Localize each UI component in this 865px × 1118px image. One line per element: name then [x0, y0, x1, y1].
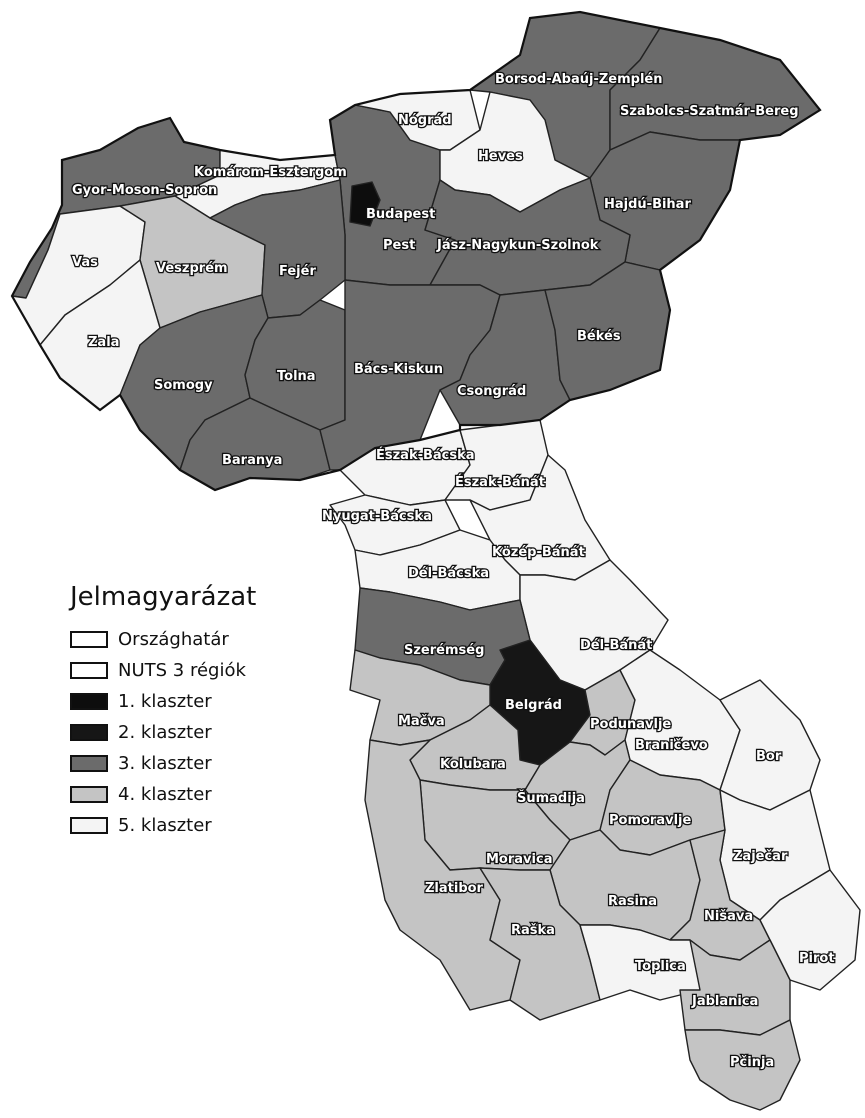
label-macva: Mačva — [398, 714, 445, 729]
label-borsod: Borsod-Abaúj-Zemplén — [495, 72, 663, 87]
label-somogy: Somogy — [154, 378, 213, 393]
legend-label: 3. klaszter — [118, 753, 212, 774]
label-del-banat: Dél-Bánát — [580, 638, 652, 653]
label-tolna: Tolna — [277, 369, 316, 384]
label-branicevo: Braničevo — [635, 738, 708, 753]
legend-item-nuts3: NUTS 3 régiók — [70, 655, 256, 686]
label-podunavlje: Podunavlje — [590, 717, 671, 732]
region-budapest — [349, 181, 381, 227]
legend-swatch — [70, 724, 108, 741]
legend-swatch — [70, 662, 108, 679]
map-legend: Jelmagyarázat Országhatár NUTS 3 régiók … — [70, 582, 256, 841]
legend-item-cluster-1: 1. klaszter — [70, 686, 256, 717]
label-nograd: Nógrád — [398, 113, 452, 128]
legend-swatch — [70, 786, 108, 803]
country-border-hungary — [10, 10, 822, 492]
label-gyor: Gyor-Moson-Sopron — [72, 183, 217, 198]
label-eszak-banat: Észak-Bánát — [455, 474, 545, 490]
label-del-bacska: Dél-Bácska — [408, 566, 489, 581]
label-raska: Raška — [511, 923, 555, 938]
label-kolubara: Kolubara — [440, 757, 506, 772]
label-veszprem: Veszprém — [156, 261, 228, 276]
label-rasina: Rasina — [608, 894, 657, 909]
label-zlatibor: Zlatibor — [425, 881, 484, 896]
label-jablanica: Jablanica — [691, 994, 758, 1009]
legend-label: Országhatár — [118, 629, 229, 650]
label-fejer: Fejér — [279, 264, 316, 279]
legend-item-cluster-5: 5. klaszter — [70, 810, 256, 841]
label-kozep-banat: Közép-Bánát — [492, 545, 585, 560]
label-toplica: Toplica — [635, 959, 686, 974]
label-zajecar: Zaječar — [733, 849, 788, 864]
legend-swatch — [70, 693, 108, 710]
label-moravica: Moravica — [486, 852, 552, 867]
legend-swatch — [70, 631, 108, 648]
label-pirot: Pirot — [799, 951, 835, 966]
region-raska — [479, 867, 601, 1021]
legend-label: 4. klaszter — [118, 784, 212, 805]
label-pomoravlje: Pomoravlje — [609, 813, 692, 828]
label-nyugat-bacska: Nyugat-Bácska — [322, 509, 432, 524]
label-pest: Pest — [383, 238, 415, 253]
label-hajdu: Hajdú-Bihar — [604, 197, 691, 212]
region-bacs-kiskun — [319, 279, 501, 471]
label-szabolcs: Szabolcs-Szatmár-Bereg — [620, 104, 799, 119]
legend-item-cluster-3: 3. klaszter — [70, 748, 256, 779]
label-zala: Zala — [88, 335, 119, 350]
label-bekes: Békés — [577, 329, 621, 344]
label-budapest: Budapest — [366, 207, 435, 222]
label-belgrad: Belgrád — [505, 698, 562, 713]
label-eszak-bacska: Észak-Bácska — [376, 447, 475, 463]
label-heves: Heves — [478, 149, 523, 164]
label-komarom: Komárom-Esztergom — [194, 165, 347, 180]
legend-title: Jelmagyarázat — [70, 582, 257, 612]
legend-swatch — [70, 817, 108, 834]
legend-item-cluster-4: 4. klaszter — [70, 779, 256, 810]
label-vas: Vas — [72, 255, 98, 270]
legend-item-orszaghatar: Országhatár — [70, 624, 256, 655]
label-baranya: Baranya — [222, 453, 282, 468]
label-nisava: Nišava — [704, 909, 753, 924]
label-jasz: Jász-Nagykun-Szolnok — [436, 238, 599, 253]
legend-item-cluster-2: 2. klaszter — [70, 717, 256, 748]
legend-swatch — [70, 755, 108, 772]
region-pcinja — [684, 1019, 801, 1111]
label-csongrad: Csongrád — [457, 384, 526, 399]
region-bor — [719, 679, 821, 811]
legend-label: 5. klaszter — [118, 815, 212, 836]
legend-label: NUTS 3 régiók — [118, 660, 246, 681]
label-bacs: Bács-Kiskun — [354, 362, 443, 377]
legend-label: 1. klaszter — [118, 691, 212, 712]
label-sumadija: Šumadija — [517, 790, 585, 806]
label-szeremseg: Szerémség — [404, 643, 484, 658]
legend-label: 2. klaszter — [118, 722, 212, 743]
label-pcinja: Pčinja — [730, 1055, 774, 1070]
label-bor: Bor — [756, 749, 782, 764]
